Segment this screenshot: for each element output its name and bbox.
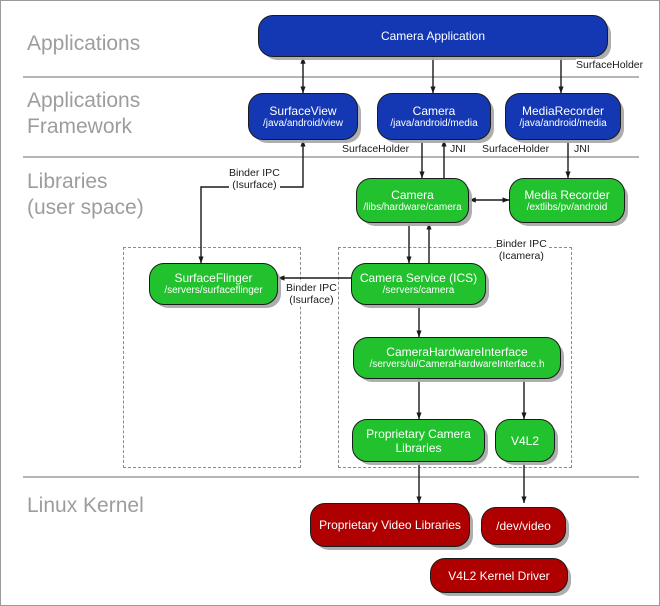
label-binder-ipc-isurface-top: Binder IPC (Isurface) [229,167,280,191]
node-title: V4L2 Kernel Driver [448,568,550,583]
node-proprietary-camera-libraries[interactable]: Proprietary Camera Libraries [352,419,485,462]
node-proprietary-video-libraries[interactable]: Proprietary Video Libraries [310,503,470,547]
node-title: Camera [412,103,456,118]
node-v4l2-kernel-driver[interactable]: V4L2 Kernel Driver [430,558,568,593]
node-surfaceflinger[interactable]: SurfaceFlinger /servers/surfaceflinger [149,263,278,305]
layer-label-applications-framework: Applications Framework [27,89,141,138]
node-subtitle: /servers/surfaceflinger [164,285,263,296]
node-title: V4L2 [510,433,540,448]
node-mediarecorder-java[interactable]: MediaRecorder /java/android/media [505,93,621,140]
label-surfaceholder-camera: SurfaceHolder [342,143,410,155]
node-title: SurfaceView [269,103,337,118]
node-camera-native[interactable]: Camera /libs/hardware/camera [356,178,469,223]
node-title: Media Recorder [524,187,610,202]
label-surfaceholder-mediarecorder: SurfaceHolder [482,143,550,155]
node-camera-application[interactable]: Camera Application [258,15,608,57]
node-title: Proprietary Camera Libraries [366,426,471,455]
node-subtitle: /java/android/view [262,117,344,129]
node-v4l2[interactable]: V4L2 [495,419,555,462]
label-jni-camera: JNI [450,143,466,155]
node-title: MediaRecorder [521,103,605,118]
node-camerahardwareinterface[interactable]: CameraHardwareInterface /servers/ui/Came… [353,337,561,379]
node-subtitle: /java/android/media [519,117,607,129]
node-title: Camera Service (ICS) [359,271,478,285]
node-title: /dev/video [496,519,551,533]
layer-label-linux-kernel: Linux Kernel [27,494,144,517]
node-title: CameraHardwareInterface [386,345,528,359]
label-jni-mediarecorder: JNI [574,143,590,155]
group-surfaceflinger [123,247,301,468]
node-subtitle: /libs/hardware/camera [363,201,462,213]
node-title: Camera Application [380,29,486,43]
label-binder-ipc-icamera: Binder IPC (Icamera) [496,238,547,262]
node-media-recorder-native[interactable]: Media Recorder /extlibs/pv/android [509,178,625,223]
node-title: SurfaceFlinger [174,271,253,285]
node-subtitle: /extlibs/pv/android [526,201,608,213]
node-subtitle: /servers/ui/CameraHardwareInterface.h [369,359,545,370]
layer-label-applications: Applications [27,32,141,55]
label-binder-ipc-isurface-service: Binder IPC (Isurface) [286,282,337,306]
node-subtitle: /servers/camera [382,285,455,296]
node-title: Camera [391,187,434,202]
divider-framework [23,156,639,158]
node-surfaceview[interactable]: SurfaceView /java/android/view [248,93,358,140]
group-camera-service [338,247,572,468]
divider-applications [23,76,639,78]
layer-label-libraries: Libraries (user space) [27,170,144,219]
node-camera-service[interactable]: Camera Service (ICS) /servers/camera [351,263,486,305]
label-surfaceholder-app-mediarecorder: SurfaceHolder [576,59,644,71]
node-subtitle: /java/android/media [390,117,478,129]
node-title: Proprietary Video Libraries [319,518,461,532]
node-camera-java[interactable]: Camera /java/android/media [377,93,491,140]
divider-libraries [23,476,639,478]
node-dev-video[interactable]: /dev/video [481,507,566,545]
